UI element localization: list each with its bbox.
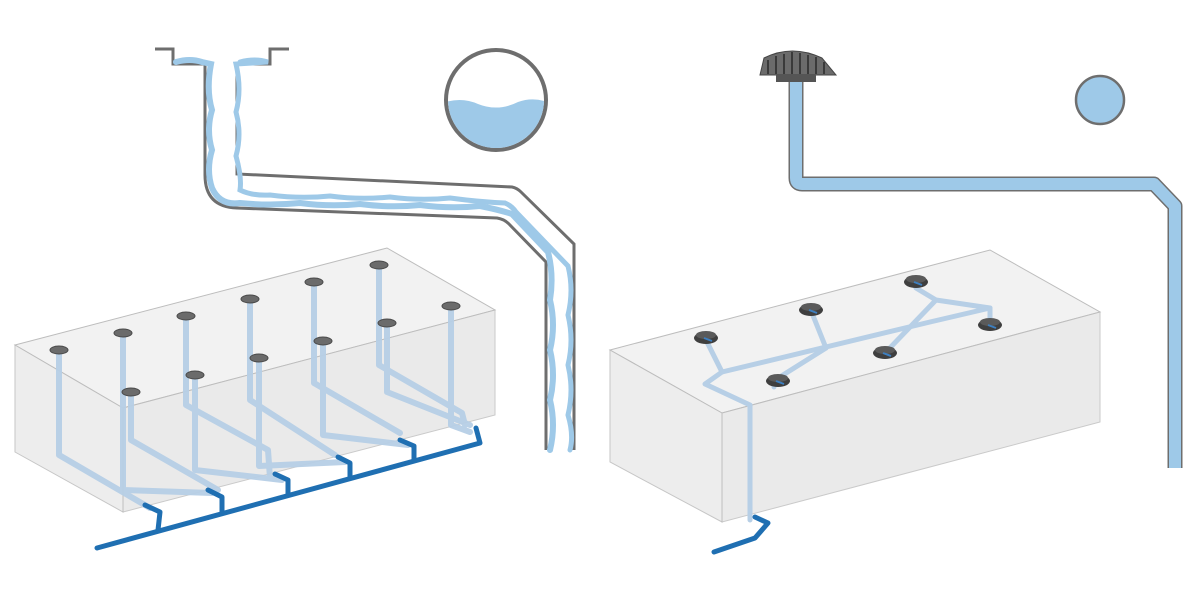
siphonic-roof-drain-icon [759, 50, 838, 82]
gravity-branch-pipe [247, 296, 338, 458]
siphonic-pipe-cross-section [1074, 74, 1126, 126]
gravity-branch-pipes [56, 262, 473, 511]
siphonic-outlet-icon [694, 331, 718, 344]
gravity-water-flow [173, 57, 556, 453]
siphonic-downpipe-water [790, 82, 1181, 468]
gravity-water-flow-2 [232, 57, 575, 453]
siphonic-branch-pipe [882, 297, 939, 356]
siphonic-drainage-svg [608, 50, 1183, 555]
siphonic-outlet-icon [799, 303, 823, 316]
gravity-branch-pipe [311, 279, 403, 436]
siphonic-outlet-icon [873, 346, 897, 359]
siphonic-outlet-icon [978, 318, 1002, 331]
gravity-drainage-panel [13, 47, 576, 551]
gravity-roof-outlets [49, 260, 461, 397]
gravity-downpipe-outline [155, 47, 548, 450]
gutter-outlet-icon [113, 328, 133, 338]
gravity-building-volume [13, 247, 497, 513]
siphonic-collector-pipe [711, 514, 771, 555]
gravity-branch-pipe [384, 320, 473, 428]
gravity-drainage-svg [13, 47, 576, 551]
gutter-outlet-icon [185, 370, 205, 380]
gravity-branch-pipe [192, 372, 285, 483]
gutter-outlet-icon [369, 260, 389, 270]
gutter-outlet-icon [49, 345, 69, 355]
gutter-outlet-icon [441, 301, 461, 311]
gravity-branch-pipe [120, 330, 215, 496]
gravity-branch-pipe [256, 355, 348, 469]
gutter-outlet-icon [176, 311, 196, 321]
gutter-outlet-icon [304, 277, 324, 287]
gutter-outlet-icon [377, 318, 397, 328]
gravity-collector-pipe [94, 425, 483, 551]
gutter-outlet-icon [249, 353, 269, 363]
gravity-branch-pipe [128, 389, 221, 493]
siphonic-building-volume [608, 249, 1102, 523]
siphonic-branch-pipe [702, 335, 753, 523]
gravity-branch-pipe [376, 262, 468, 428]
siphonic-drainage-panel [600, 0, 1200, 600]
gravity-pipe-cross-section [444, 48, 548, 152]
gravity-branch-pipe [320, 338, 411, 448]
siphonic-roof-outlets [694, 275, 1002, 387]
gutter-outlet-icon [313, 336, 333, 346]
gutter-outlet-icon [240, 294, 260, 304]
gravity-branch-pipe [448, 303, 473, 435]
siphonic-outlet-icon [904, 275, 928, 288]
gutter-outlet-icon [121, 387, 141, 397]
siphonic-outlet-icon [766, 374, 790, 387]
gravity-branch-pipe [56, 347, 153, 511]
